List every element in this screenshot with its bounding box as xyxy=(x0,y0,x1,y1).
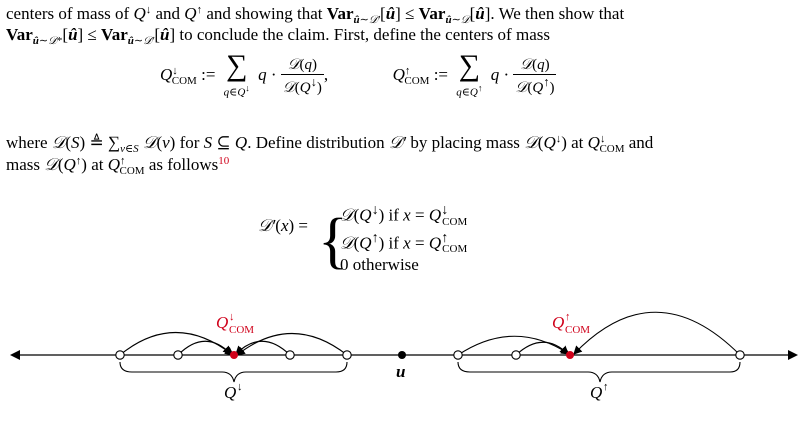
text-segment: mass xyxy=(6,155,45,174)
axis-arrow-left xyxy=(10,350,20,360)
label-q-com-down: Q xyxy=(216,313,228,332)
var-operator: Var xyxy=(101,25,128,44)
com-point-up xyxy=(566,351,574,359)
text-segment: by placing mass xyxy=(406,133,525,152)
point-open xyxy=(285,350,295,360)
label-com-up-sub: COM xyxy=(565,324,590,336)
text-segment: . Define distribution xyxy=(247,133,389,152)
com-definitions: Q↓COM := ∑q∈Q↓ q · 𝒟(q)𝒟(Q↓), Q↑COM := ∑… xyxy=(160,49,557,99)
brace-q-up xyxy=(457,361,741,383)
arc xyxy=(177,340,232,356)
var-operator: Var xyxy=(418,4,446,23)
var-operator: Var xyxy=(6,25,33,44)
paragraph-where: where 𝒟(S) ≜ ∑v∈S 𝒟(v) for S ⊆ Q. Define… xyxy=(6,133,654,155)
case-1: 𝒟(Q↓) if x = Q↓COM xyxy=(340,202,468,228)
point-open xyxy=(173,350,183,360)
arrow-down-mark: ↓ xyxy=(229,311,235,323)
point-open xyxy=(115,350,125,360)
point-open xyxy=(453,350,463,360)
text-segment: as follows xyxy=(144,155,219,174)
arc xyxy=(119,331,234,356)
footnote-link[interactable]: 10 xyxy=(218,155,230,167)
point-open xyxy=(735,350,745,360)
arrow-up-mark: ↑ xyxy=(603,381,609,393)
text-segment: at xyxy=(566,133,588,152)
paragraph-line-1: centers of mass of Q↓ and Q↑ and showing… xyxy=(6,4,625,26)
label-u: u xyxy=(396,362,405,381)
text-segment: and xyxy=(155,4,185,23)
text-segment: . We then show that xyxy=(490,4,625,23)
arc xyxy=(236,332,348,356)
text-segment: to conclude the claim. First, define the… xyxy=(175,25,550,44)
label-q-com-up: Q xyxy=(552,313,564,332)
label-com-down-sub: COM xyxy=(229,324,254,336)
label-q-down: Q xyxy=(224,383,236,402)
text-segment: at xyxy=(86,155,108,174)
point-open xyxy=(511,350,521,360)
arc xyxy=(457,335,570,356)
label-q-up: Q xyxy=(590,383,602,402)
paragraph-line-2: Varû∼𝒟*[û] ≤ Varû∼𝒟′[û] to conclude the … xyxy=(6,25,550,47)
text-segment: centers of mass of xyxy=(6,4,134,23)
arc xyxy=(573,311,741,356)
point-open xyxy=(342,350,352,360)
arc xyxy=(515,341,569,356)
var-operator: Var xyxy=(326,4,354,23)
axis-arrow-right xyxy=(788,350,798,360)
text-segment: and xyxy=(624,133,654,152)
arrow-up-mark: ↑ xyxy=(565,311,571,323)
text-segment: for xyxy=(175,133,204,152)
brace-q-down xyxy=(119,361,348,383)
arc xyxy=(235,340,291,356)
case-2: 𝒟(Q↑) if x = Q↑COM xyxy=(340,229,468,256)
text-segment: where xyxy=(6,133,52,152)
text-segment: and showing that xyxy=(206,4,327,23)
case-3: 0 otherwise xyxy=(340,255,419,275)
paragraph-mass: mass 𝒟(Q↑) at Q↑COM as follows10 xyxy=(6,155,230,177)
com-point-down xyxy=(230,351,238,359)
point-u xyxy=(398,351,406,359)
arrow-down-mark: ↓ xyxy=(237,381,243,393)
